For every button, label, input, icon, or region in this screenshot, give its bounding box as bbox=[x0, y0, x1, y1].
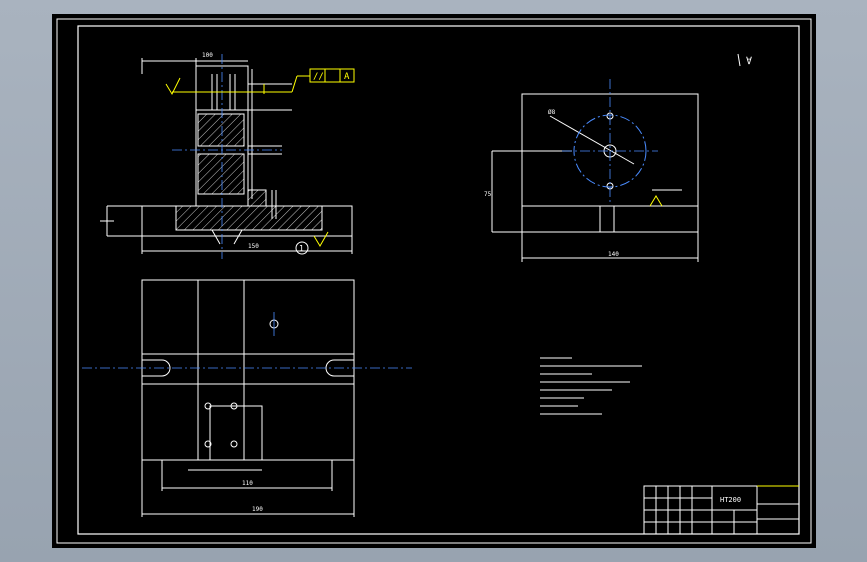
dim-base-width: 150 bbox=[248, 243, 259, 250]
title-block-material: HT200 bbox=[720, 496, 741, 504]
item-balloon bbox=[295, 241, 309, 255]
cad-drawing: // A 1 100 150 110 190 bbox=[56, 18, 812, 544]
dim-plan-width: 190 bbox=[252, 506, 263, 513]
side-view bbox=[491, 93, 699, 262]
technical-notes bbox=[540, 357, 642, 415]
hatch-base bbox=[175, 189, 323, 231]
roughness-mark-side bbox=[649, 195, 663, 207]
plan-view bbox=[141, 279, 355, 517]
gdt-symbol: // bbox=[313, 72, 324, 82]
cad-viewport[interactable]: // A 1 100 150 110 190 bbox=[52, 14, 816, 548]
datum-letter: A bbox=[344, 72, 350, 82]
gdt-callout bbox=[172, 68, 355, 94]
dim-side-height: 75 bbox=[484, 191, 492, 198]
dim-side-width: 140 bbox=[608, 251, 619, 258]
roughness-symbol-general: ∀ bbox=[746, 56, 752, 67]
dim-plan-inner: 110 bbox=[242, 480, 253, 487]
outer-frame bbox=[56, 18, 812, 544]
inner-frame bbox=[77, 25, 800, 535]
dim-width-front: 100 bbox=[202, 52, 213, 59]
title-block bbox=[643, 485, 800, 535]
hatch-lower bbox=[197, 153, 245, 195]
balloon-number: 1 bbox=[299, 244, 304, 253]
dim-side-hole: Ø8 bbox=[548, 109, 556, 116]
front-view bbox=[100, 58, 353, 254]
hatch-upper bbox=[197, 113, 245, 147]
roughness-mark-front bbox=[165, 77, 329, 247]
